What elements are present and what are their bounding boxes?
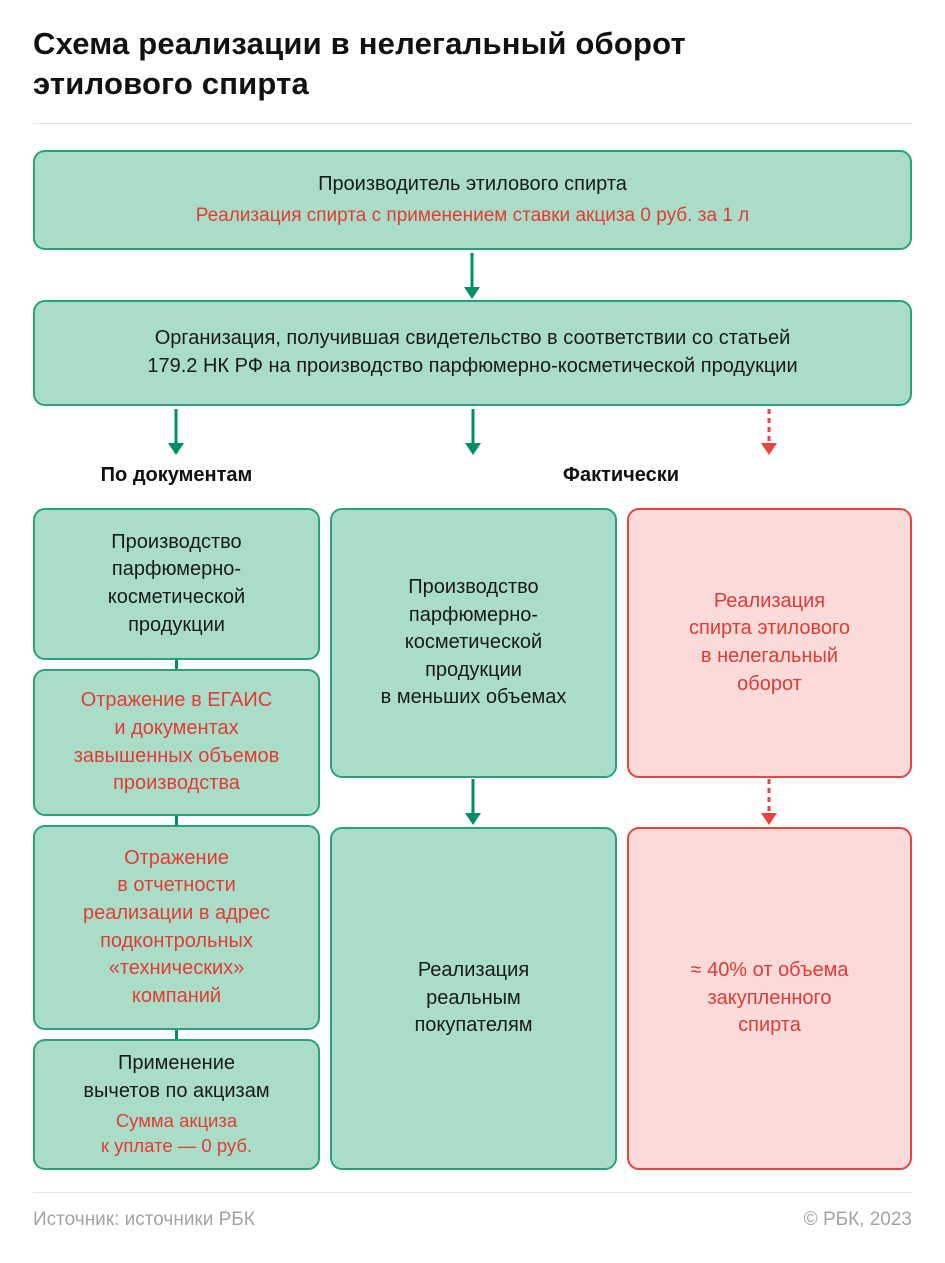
documents-box-deductions: Применение вычетов по акцизам Сумма акци… [33, 1039, 320, 1170]
connector-line [175, 1030, 178, 1039]
documents-box-production-text: Производство парфюмерно- косметической п… [107, 530, 246, 636]
documents-box-egais: Отражение в ЕГАИС и документах завышенны… [33, 669, 320, 816]
documents-box-production: Производство парфюмерно- косметической п… [33, 508, 320, 660]
arrow-down-actual-icon [465, 409, 481, 455]
documents-box-deductions-note: Сумма акциза к уплате — 0 руб. [100, 1109, 253, 1156]
organization-text: Организация, получившая свидетельство в … [147, 327, 798, 377]
actual-box-production: Производство парфюмерно- косметической п… [330, 508, 617, 778]
footer-copyright: © РБК, 2023 [803, 1209, 912, 1230]
illegal-box-sale: Реализация спирта этилового в нелегальны… [627, 508, 912, 778]
actual-box-production-text: Производство парфюмерно- косметической п… [380, 576, 567, 709]
arrow-down-icon [464, 253, 480, 299]
top-divider [33, 123, 912, 124]
actual-box-sale: Реализация реальным покупателям [330, 827, 617, 1170]
actual-box-sale-text: Реализация реальным покупателям [414, 959, 533, 1037]
documents-box-reporting-text: Отражение в отчетности реализации в адре… [82, 846, 271, 1007]
illegal-box-volume: ≈ 40% от объема закупленного спирта [627, 827, 912, 1170]
illegal-box-volume-text: ≈ 40% от объема закупленного спирта [690, 959, 849, 1037]
arrow-down-documents-icon [168, 409, 184, 455]
bottom-divider [33, 1192, 912, 1193]
illegal-box-sale-text: Реализация спирта этилового в нелегальны… [689, 589, 850, 695]
documents-box-reporting: Отражение в отчетности реализации в адре… [33, 825, 320, 1030]
footer-source: Источник: источники РБК [33, 1209, 255, 1230]
arrow-down-volume-dashed-icon [761, 779, 777, 825]
documents-box-deductions-text: Применение вычетов по акцизам [83, 1052, 270, 1103]
connector-line [175, 660, 178, 669]
page-title: Схема реализации в нелегальный оборот эт… [33, 26, 686, 101]
arrow-down-sale-icon [465, 779, 481, 825]
connector-line [175, 816, 178, 825]
column-header-actual: Фактически [562, 464, 680, 486]
producer-title: Производитель этилового спирта [318, 173, 627, 196]
organization-box: Организация, получившая свидетельство в … [33, 300, 912, 406]
column-header-documents: По документам [100, 464, 253, 486]
producer-box: Производитель этилового спирта Реализаци… [33, 150, 912, 250]
arrow-down-illegal-dashed-icon [761, 409, 777, 455]
producer-note: Реализация спирта с применением ставки а… [195, 204, 750, 226]
documents-box-egais-text: Отражение в ЕГАИС и документах завышенны… [73, 689, 280, 795]
